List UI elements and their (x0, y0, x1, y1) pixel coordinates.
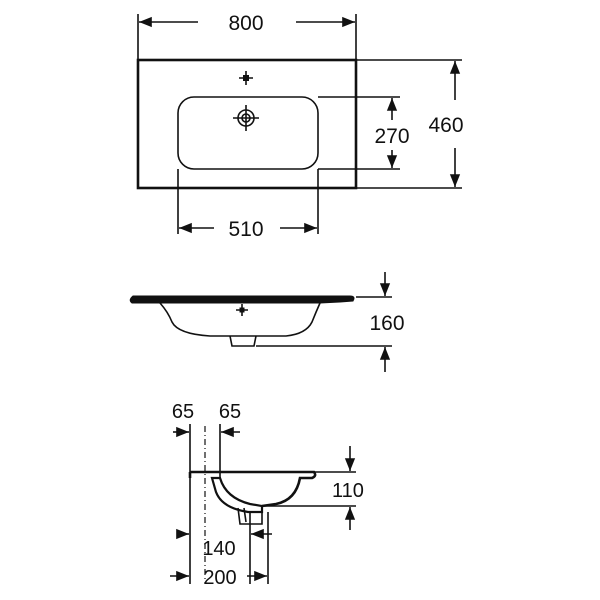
bowl-outline-top (177, 96, 319, 170)
tap-hole-icon (239, 71, 253, 85)
dim-height: 160 (369, 312, 404, 335)
top-view: 800 460 270 510 (136, 12, 464, 241)
dim-offset-left: 65 (172, 401, 194, 423)
front-view: 160 (129, 272, 405, 372)
waste-pipe-side (237, 507, 263, 525)
dim-inner-depth: 140 (202, 538, 235, 560)
dim-bowl-width: 510 (228, 218, 263, 241)
dim-offset-right: 65 (219, 401, 241, 423)
tap-hole-front-icon (236, 304, 248, 316)
waste-outlet-front (229, 335, 257, 347)
dim-bowl-height: 110 (332, 480, 364, 502)
basin-inner-profile-side (210, 476, 264, 514)
side-section: 65 65 110 140 200 (170, 401, 364, 589)
drain-icon (233, 105, 259, 131)
dim-overall-depth: 460 (428, 114, 463, 137)
bowl-profile-front (159, 302, 321, 337)
dim-bowl-depth: 270 (374, 125, 409, 148)
basin-rim-front (129, 295, 355, 304)
basin-outline-top (136, 58, 358, 190)
basin-profile-side (190, 470, 317, 508)
dim-outer-depth: 200 (203, 567, 236, 589)
dim-overall-width: 800 (228, 12, 263, 35)
